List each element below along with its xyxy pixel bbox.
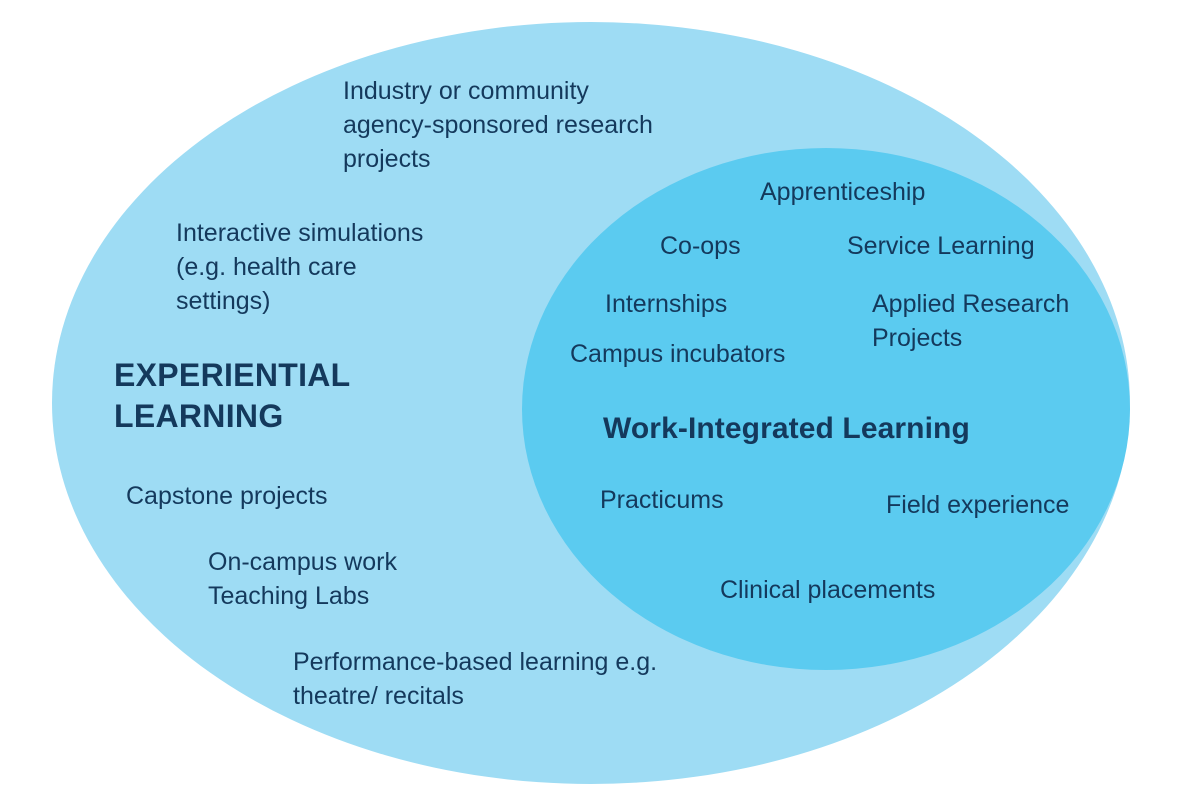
heading-work-integrated-learning: Work-Integrated Learning: [603, 412, 970, 445]
label-on-campus-work-teaching-labs: On-campus work Teaching Labs: [208, 548, 397, 610]
heading-experiential-learning: EXPERIENTIAL LEARNING: [114, 357, 351, 434]
label-clinical-placements: Clinical placements: [720, 576, 936, 604]
label-service-learning: Service Learning: [847, 232, 1035, 260]
label-apprenticeship: Apprenticeship: [760, 178, 926, 206]
label-industry-sponsored-research: Industry or community agency-sponsored r…: [343, 77, 653, 173]
label-field-experience: Field experience: [886, 491, 1070, 519]
label-interactive-simulations: Interactive simulations (e.g. health car…: [176, 219, 424, 315]
label-applied-research-projects: Applied Research Projects: [872, 290, 1070, 352]
label-practicums: Practicums: [600, 486, 724, 514]
label-internships: Internships: [605, 290, 728, 318]
label-campus-incubators: Campus incubators: [570, 340, 786, 368]
label-performance-based-learning: Performance-based learning e.g. theatre/…: [293, 648, 658, 710]
label-capstone-projects: Capstone projects: [126, 482, 328, 510]
inner-circle-work-integrated-learning[interactable]: [522, 148, 1130, 670]
label-co-ops: Co-ops: [660, 232, 741, 260]
